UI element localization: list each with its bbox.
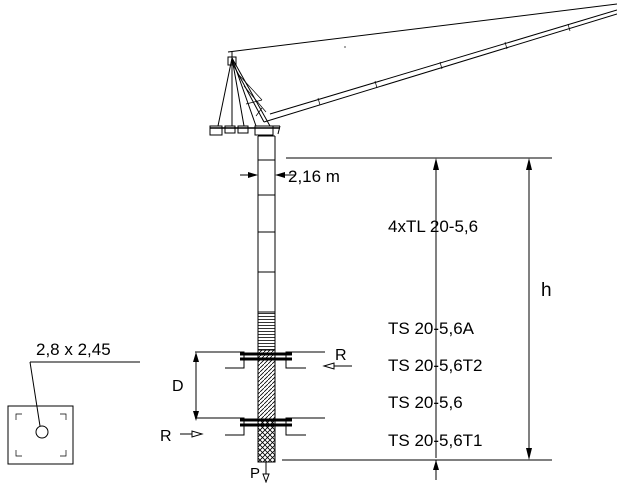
section-dimension (433, 158, 439, 480)
counter-jib-platform (209, 125, 281, 136)
width-dimension-label: 2,16 m (288, 167, 340, 186)
section-label-t2: TS 20-5,6T2 (388, 356, 483, 375)
footing-label: 2,8 x 2,45 (36, 340, 111, 359)
section-a-fill (257, 311, 276, 351)
reaction-arrow-upper (322, 362, 352, 370)
height-label: h (541, 280, 552, 301)
height-dimension (526, 158, 532, 460)
upper-tie (195, 351, 325, 369)
section-label-std: TS 20-5,6 (388, 393, 463, 412)
section-label-t1: TS 20-5,6T1 (388, 431, 483, 450)
crane-jib (227, 3, 617, 123)
reaction-label-lower: R (160, 428, 172, 445)
reaction-arrow-lower (180, 430, 204, 438)
lower-tie (195, 417, 325, 436)
tower-mast (257, 135, 276, 463)
footing-plan (7, 361, 140, 465)
section-label-tl: 4xTL 20-5,6 (388, 217, 478, 236)
width-dimension (240, 172, 295, 178)
load-arrow (262, 462, 270, 484)
spacing-dimension (193, 352, 199, 421)
section-label-a: TS 20-5,6A (388, 319, 475, 338)
tower-head (217, 52, 271, 127)
load-label: P (250, 465, 260, 482)
reaction-label-upper: R (335, 347, 347, 364)
spacing-label: D (172, 378, 184, 395)
